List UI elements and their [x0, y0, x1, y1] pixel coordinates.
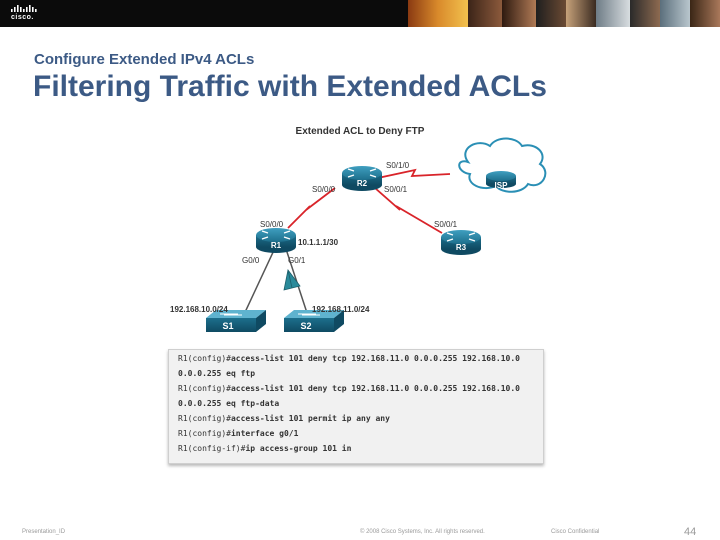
isp-label: ISP [495, 181, 509, 190]
banner-photo [630, 0, 660, 27]
serial-link-r1-r2 [287, 187, 336, 229]
footer-presentation-id: Presentation_ID [22, 529, 66, 535]
config-line: R1(config)#access-list 101 deny tcp 192.… [178, 354, 520, 363]
config-code-box: R1(config)#access-list 101 deny tcp 192.… [168, 349, 544, 464]
router-r1 [256, 228, 296, 253]
serial-link-r2-r3 [374, 187, 443, 234]
router-r3 [441, 230, 481, 255]
s1-label: S1 [222, 321, 233, 331]
label-net-right: 192.168.11.0/24 [312, 305, 370, 314]
banner-photo [566, 0, 596, 27]
router-r2 [342, 166, 382, 191]
s2-label: S2 [300, 321, 311, 331]
footer-copyright: © 2008 Cisco Systems, Inc. All rights re… [360, 529, 485, 535]
banner-photo [468, 0, 502, 27]
banner-photo [408, 0, 468, 27]
banner-photos [408, 0, 720, 27]
slide-subtitle: Configure Extended IPv4 ACLs [34, 51, 255, 68]
label-r2-s001: S0/0/1 [384, 185, 408, 194]
label-r2-s000: S0/0/0 [312, 185, 336, 194]
r3-label: R3 [456, 243, 467, 252]
network-topology-diagram: Extended ACL to Deny FTP ISP R2 R1 R3 [170, 126, 547, 332]
config-line: R1(config)#access-list 101 permit ip any… [178, 414, 390, 423]
top-banner: cisco. [0, 0, 720, 27]
page-number: 44 [684, 526, 697, 538]
banner-photo [660, 0, 690, 27]
label-r1-ip: 10.1.1.1/30 [298, 238, 339, 247]
label-net-left: 192.168.10.0/24 [170, 305, 228, 314]
banner-photo [502, 0, 536, 27]
isp-router [486, 171, 516, 188]
isp-cloud-icon [458, 137, 547, 193]
r1-label: R1 [271, 241, 282, 250]
switch-s2 [284, 310, 344, 332]
diagram-heading: Extended ACL to Deny FTP [296, 126, 425, 137]
footer-confidential: Cisco Confidential [551, 529, 600, 535]
banner-photo [536, 0, 566, 27]
label-r1-s000: S0/0/0 [260, 220, 284, 229]
config-line: 0.0.0.255 eq ftp [178, 369, 256, 378]
config-line: R1(config)#access-list 101 deny tcp 192.… [178, 384, 520, 393]
logo-text: cisco. [11, 14, 34, 21]
config-line: R1(config-if)#ip access-group 101 in [178, 444, 352, 453]
banner-photo [596, 0, 630, 27]
config-line: R1(config)#interface g0/1 [178, 429, 299, 438]
label-g00: G0/0 [242, 256, 260, 265]
acl-filter-icon [283, 269, 301, 291]
r2-label: R2 [357, 179, 368, 188]
label-r3-s001: S0/0/1 [434, 220, 458, 229]
switch-s1 [206, 310, 266, 332]
slide-title: Filtering Traffic with Extended ACLs [33, 70, 547, 103]
serial-link-r2-isp [377, 168, 451, 179]
cisco-logo-icon [11, 5, 37, 12]
config-line: 0.0.0.255 eq ftp-data [178, 399, 280, 408]
label-s010: S0/1/0 [386, 161, 410, 170]
banner-photo [690, 0, 720, 27]
label-g01: G0/1 [288, 256, 306, 265]
